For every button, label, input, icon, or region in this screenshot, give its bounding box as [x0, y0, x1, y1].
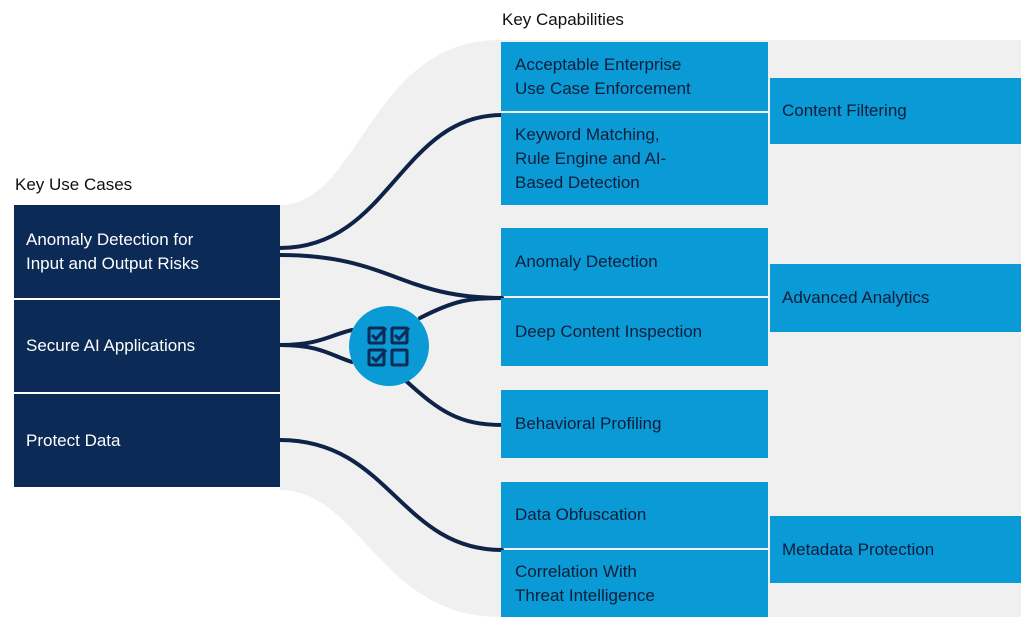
capabilities-heading: Key Capabilities	[502, 10, 624, 29]
group-advanced-analytics: Advanced Analytics	[770, 264, 1021, 332]
group-content-filtering: Content Filtering	[770, 78, 1021, 144]
capability-label: Deep Content Inspection	[515, 322, 703, 341]
use-case-protect-data: Protect Data	[14, 394, 280, 487]
capability-label: Anomaly Detection	[515, 252, 658, 271]
capability-label: Keyword Matching, Rule Engine and AI- Ba…	[515, 125, 667, 192]
use-case-secure-ai: Secure AI Applications	[14, 300, 280, 392]
use-cases-heading: Key Use Cases	[15, 175, 133, 194]
group-label: Metadata Protection	[782, 539, 935, 559]
use-case-label: Anomaly Detection for Input and Output R…	[26, 229, 199, 273]
capability-label: Behavioral Profiling	[515, 414, 662, 433]
group-label: Advanced Analytics	[782, 288, 930, 307]
capability-label: Data Obfuscation	[515, 505, 647, 524]
capability-deep-content-inspection: Deep Content Inspection	[501, 298, 768, 366]
capability-anomaly-detection: Anomaly Detection	[501, 228, 768, 296]
group-label: Content Filtering	[782, 101, 907, 120]
capability-label: Correlation With Threat Intelligence	[515, 561, 655, 605]
use-case-label: Protect Data	[26, 430, 121, 450]
capability-data-obfuscation: Data Obfuscation	[501, 482, 768, 548]
group-metadata-protection: Metadata Protection	[770, 516, 1021, 583]
use-case-label: Secure AI Applications	[26, 336, 196, 355]
checklist-icon	[367, 326, 411, 367]
capability-label: Acceptable Enterprise Use Case Enforceme…	[515, 54, 691, 98]
use-case-anomaly-detection: Anomaly Detection for Input and Output R…	[14, 205, 280, 298]
capability-behavioral-profiling: Behavioral Profiling	[501, 390, 768, 458]
capability-keyword-matching: Keyword Matching, Rule Engine and AI- Ba…	[501, 113, 768, 205]
checklist-hub	[349, 306, 429, 386]
capability-threat-correlation: Correlation With Threat Intelligence	[501, 550, 768, 617]
capability-acceptable-use: Acceptable Enterprise Use Case Enforceme…	[501, 42, 768, 111]
